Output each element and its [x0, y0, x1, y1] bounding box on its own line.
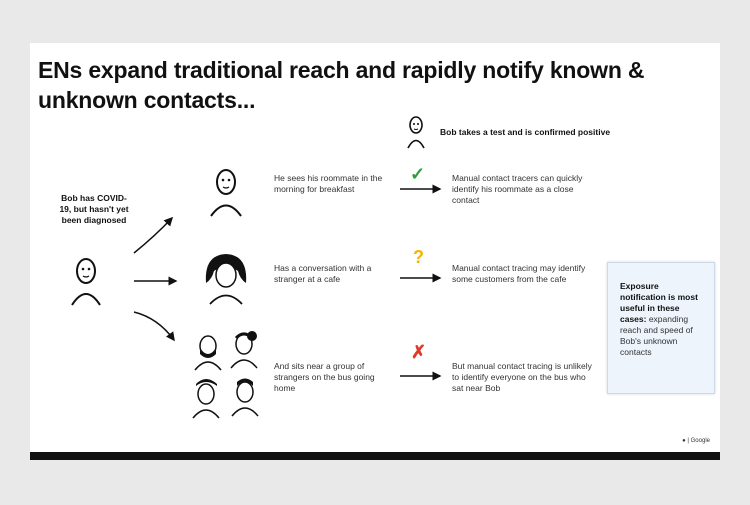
outcome-arrows — [400, 184, 442, 381]
row-3-action: And sits near a group of strangers on th… — [274, 361, 375, 393]
apple-icon: ● — [682, 438, 686, 444]
row-1-action: He sees his roommate in the morning for … — [274, 173, 383, 194]
cross-icon: ✗ — [411, 342, 427, 362]
bus-group-icon — [192, 331, 259, 419]
check-icon: ✓ — [410, 164, 426, 184]
slide-title: ENs expand traditional reach and rapidly… — [38, 57, 645, 113]
row-1-outcome: Manual contact tracers can quickly ident… — [452, 173, 583, 205]
test-label: Bob takes a test and is confirmed positi… — [440, 127, 611, 137]
footer-logos: ● | Google — [682, 438, 710, 444]
question-icon: ? — [413, 247, 424, 267]
branch-arrows — [133, 216, 178, 342]
row-2-action: Has a conversation with a stranger at a … — [274, 263, 372, 284]
row-3-outcome: But manual contact tracing is unlikely t… — [452, 361, 592, 393]
bob-icon — [71, 258, 101, 306]
stranger-icon — [205, 254, 247, 305]
roommate-icon — [210, 169, 242, 217]
bob-label: Bob has COVID-19, but hasn't yet been di… — [59, 193, 129, 225]
google-logo: Google — [690, 438, 710, 444]
callout-rest: expanding reach and speed of Bob's unkno… — [620, 314, 693, 357]
callout-bold: Exposure notification is most useful in … — [620, 281, 698, 324]
slide: ENs expand traditional reach and rapidly… — [30, 43, 720, 460]
row-2-outcome: Manual contact tracing may identify some… — [452, 263, 586, 284]
tested-person-icon — [407, 116, 425, 149]
callout-box: Exposure notification is most useful in … — [607, 262, 715, 394]
